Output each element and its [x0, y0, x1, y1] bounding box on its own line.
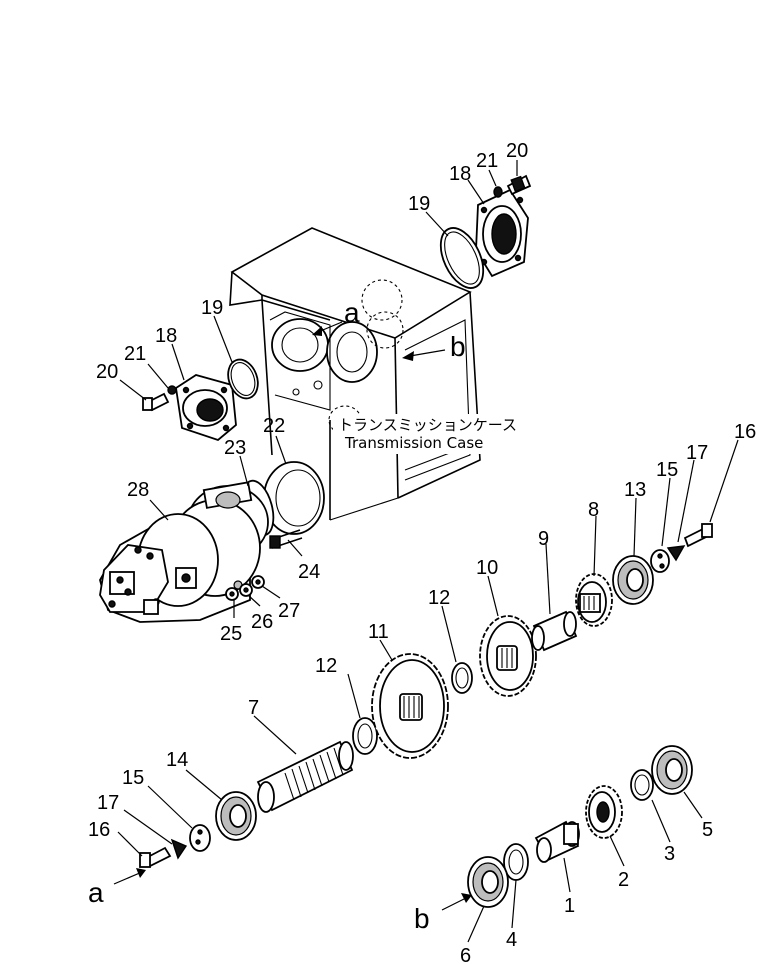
callout-22: 22 [263, 415, 285, 437]
right-bearing-assembly [612, 523, 713, 605]
transmission-case [229, 227, 481, 521]
callout-25: 25 [220, 623, 242, 645]
ref-label-b-top: b [450, 331, 466, 362]
large-gear-assembly [352, 653, 473, 759]
callout-numbers: 20 21 18 19 20 21 18 19 22 23 28 24 25 2… [88, 140, 756, 964]
callout-8: 8 [588, 499, 599, 521]
callout-10: 10 [476, 557, 498, 579]
callout-9: 9 [538, 528, 549, 550]
ref-label-a-bottom: a [88, 877, 104, 908]
case-label-japanese: トランスミッションケース [338, 416, 517, 434]
lower-shaft-assembly [467, 745, 693, 908]
gear-10 [479, 615, 537, 697]
left-cover-assembly [142, 358, 259, 442]
callout-19-left: 19 [201, 297, 223, 319]
gear-inner-splines [403, 696, 420, 718]
hydraulic-motor [99, 481, 269, 623]
callout-27: 27 [278, 600, 300, 622]
callout-24: 24 [298, 561, 320, 583]
callout-4: 4 [506, 929, 517, 951]
callout-20-top: 20 [506, 140, 528, 162]
case-label-backdrop [333, 414, 503, 454]
callout-12-right: 12 [428, 587, 450, 609]
callout-23: 23 [224, 437, 246, 459]
callout-20-left: 20 [96, 361, 118, 383]
leader-lines [117, 160, 739, 943]
callout-1: 1 [564, 895, 575, 917]
callout-19-top: 19 [408, 193, 430, 215]
callout-16-left: 16 [88, 819, 110, 841]
callout-28: 28 [127, 479, 149, 501]
callout-21-left: 21 [124, 343, 146, 365]
callout-15-left: 15 [122, 767, 144, 789]
callout-17-left: 17 [97, 792, 119, 814]
callout-12-left: 12 [315, 655, 337, 677]
ref-arrows-bottom [113, 868, 472, 911]
callout-2: 2 [618, 869, 629, 891]
callout-15-right: 15 [656, 459, 678, 481]
callout-18-left: 18 [155, 325, 177, 347]
main-shaft-assembly [139, 740, 354, 868]
callout-26: 26 [251, 611, 273, 633]
top-cover-assembly [439, 174, 532, 289]
callout-14: 14 [166, 749, 188, 771]
ref-label-a-top: a [344, 297, 360, 328]
ref-label-b-bottom: b [414, 903, 430, 934]
shaft-splines [284, 747, 344, 801]
callout-16-right: 16 [734, 421, 756, 443]
callout-17-right: 17 [686, 442, 708, 464]
callout-3: 3 [664, 843, 675, 865]
callout-11: 11 [368, 621, 389, 643]
callout-6: 6 [460, 945, 471, 964]
callout-5: 5 [702, 819, 713, 841]
callout-7: 7 [248, 697, 259, 719]
sleeve-9 [531, 610, 578, 652]
gear-8 [575, 573, 613, 627]
callout-18-top: 18 [449, 163, 471, 185]
callout-21-top: 21 [476, 150, 498, 172]
case-label-english: Transmission Case [344, 434, 483, 452]
callout-13: 13 [624, 479, 646, 501]
